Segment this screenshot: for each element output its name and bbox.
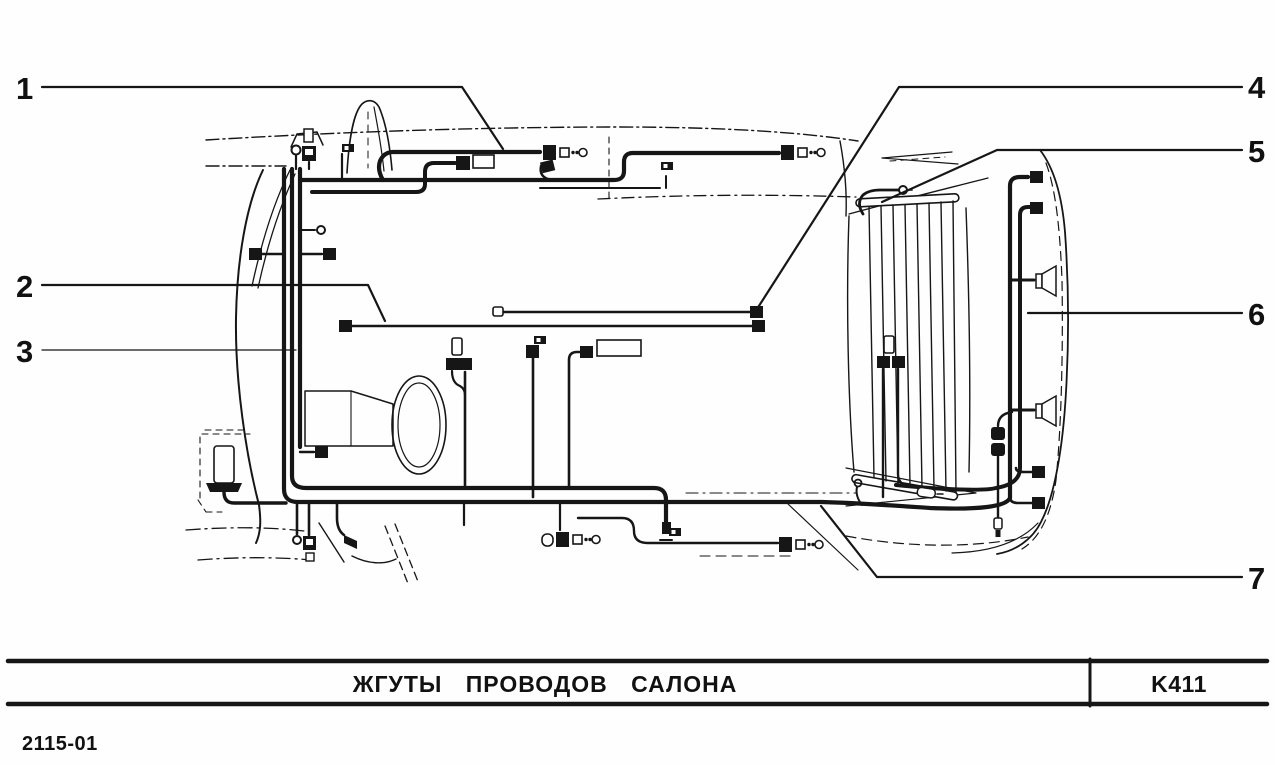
square-connector-icon [1032,497,1045,509]
flag-terminal-icon [534,336,546,344]
square-connector-icon [315,446,328,458]
square-connector-icon [752,320,765,332]
relay-component-icon [197,429,251,513]
label-box-icon [596,339,642,357]
lamp-connector-icon [539,144,588,181]
callout-2: 2 [16,269,387,323]
callout-7: 7 [819,504,1265,596]
document-number: 2115-01 [22,733,98,755]
speaker-icon [1035,395,1057,427]
callout-3: 3 [16,334,297,369]
ring-terminal-icon [290,144,302,156]
flag-terminal-icon [659,522,681,541]
plug-outline-icon [492,306,504,317]
callout-4: 4 [755,70,1266,311]
ring-terminal-icon [853,478,863,488]
callout-1: 1 [16,71,505,151]
square-connector-icon [526,345,539,358]
square-connector-icon [459,358,472,370]
flag-terminal-icon [342,144,354,152]
wiring-harness [222,149,1036,545]
square-connector-icon [323,248,336,260]
plug-outline-icon [916,486,944,499]
square-connector-icon [892,356,905,368]
square-connector-icon [1030,171,1043,183]
callouts: 1 2 3 4 5 6 7 [16,70,1266,596]
square-connector-icon [877,356,890,368]
ring-terminal-icon [292,535,302,545]
square-connector-icon [456,156,470,170]
plug-outline-icon [451,337,463,356]
lamp-connector-icon [541,531,601,548]
flag-terminal-icon [344,535,357,549]
defroster-grid-icon [851,193,960,501]
figure-code: K411 [1151,671,1207,697]
callout-7-label: 7 [1248,561,1265,596]
lamp-connector-icon [780,144,826,161]
plug-outline-icon [883,335,895,354]
plug-outline-icon [303,128,314,143]
square-connector-icon [1032,466,1045,478]
connector-symbols [197,128,1057,562]
square-connector-icon [580,346,593,358]
callout-4-label: 4 [1248,70,1266,105]
speaker-icon [1035,265,1057,297]
callout-6: 6 [1026,297,1265,332]
title-block: ЖГУТЫ ПРОВОДОВ САЛОНА K411 [5,657,1270,708]
lamp-connector-icon [778,536,824,553]
car-body-outline [185,99,1070,587]
inline-connector-pair-icon [991,427,1005,456]
callout-5: 5 [880,134,1265,204]
callout-5-label: 5 [1248,134,1265,169]
callout-1-label: 1 [16,71,33,106]
callout-2-label: 2 [16,269,33,304]
square-connector-icon [1030,202,1043,214]
flag-terminal-icon [661,162,673,170]
plug-outline-icon [993,517,1003,537]
ring-terminal-icon [316,225,326,235]
square-connector-icon [446,358,459,370]
plug-outline-icon [305,552,315,562]
label-box-icon [472,154,495,169]
figure-title: ЖГУТЫ ПРОВОДОВ САЛОНА [352,671,738,697]
square-connector-icon [339,320,352,332]
callout-6-label: 6 [1248,297,1265,332]
square-connector-icon [249,248,262,260]
callout-3-label: 3 [16,334,33,369]
